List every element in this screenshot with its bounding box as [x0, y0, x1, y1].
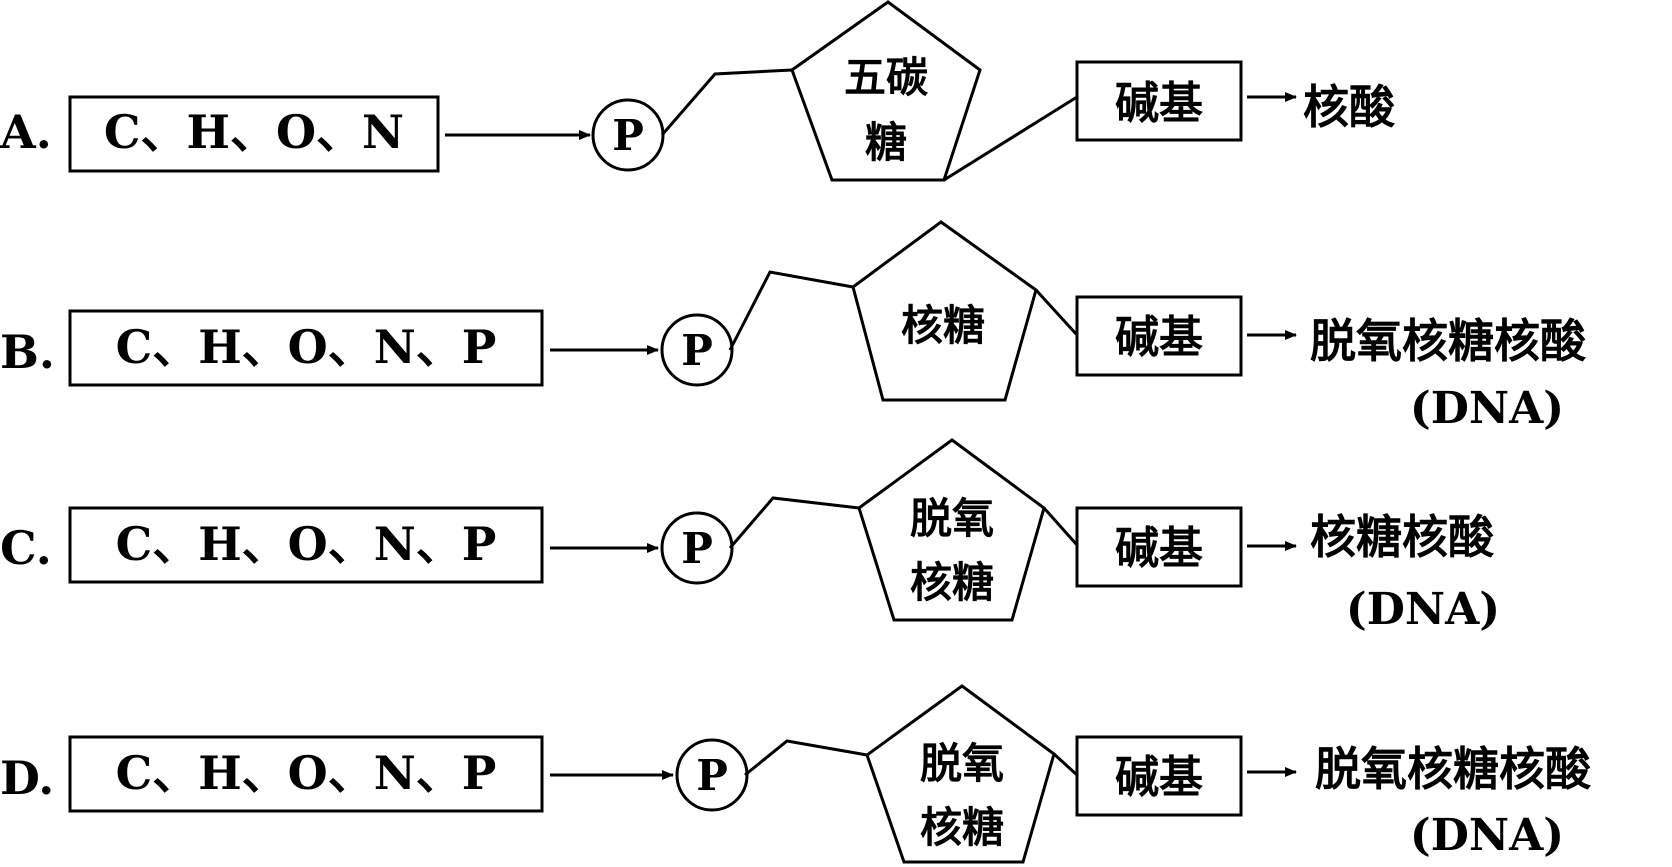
base-label: 碱基 [1115, 78, 1203, 129]
option-a: A. C、H、O、N P 五碳 糖 碱基 核酸 [0, 0, 1396, 182]
sugar-line-1: 脱氧 [910, 494, 994, 543]
option-c: C. C、H、O、N、P P 脱氧 核糖 碱基 核糖核酸 (DNA) [0, 438, 1500, 635]
product-line-2: (DNA) [1346, 584, 1500, 635]
option-label: C. [0, 521, 52, 575]
base-label: 碱基 [1115, 312, 1203, 363]
phosphate-circle [660, 511, 734, 585]
sugar-line-2: 核糖 [910, 558, 994, 607]
pentose-pentagon [851, 220, 1038, 402]
elements-text: C、H、O、N、P [116, 320, 497, 374]
product-line-1: 脱氧核糖核酸 [1310, 314, 1587, 368]
product-line-1: 核糖核酸 [1310, 510, 1495, 564]
sugar-line-2: 糖 [865, 118, 907, 167]
product-line-2: (DNA) [1410, 383, 1564, 434]
sugar-line-1: 核糖 [901, 301, 985, 350]
base-label: 碱基 [1115, 523, 1203, 574]
sugar-base-bond [1042, 507, 1079, 546]
base-label: 碱基 [1115, 752, 1203, 803]
phosphate-label: P [681, 524, 713, 573]
elements-text: C、H、O、N、P [116, 746, 497, 800]
elements-box [68, 506, 544, 584]
option-label: A. [0, 105, 52, 159]
base-box [1075, 60, 1243, 142]
phosphate-sugar-bond [744, 739, 868, 777]
phosphate-sugar-bond [728, 496, 860, 549]
pentose-pentagon [857, 438, 1046, 622]
phosphate-label: P [681, 326, 713, 375]
elements-text: C、H、O、N、P [116, 517, 497, 571]
phosphate-circle [660, 313, 734, 387]
base-box [1075, 735, 1243, 817]
base-box [1075, 506, 1243, 588]
elements-box [68, 95, 440, 173]
phosphate-sugar-bond [660, 68, 793, 136]
product-line-2: (DNA) [1410, 810, 1564, 861]
sugar-base-bond [943, 95, 1078, 182]
sugar-base-bond [1052, 752, 1079, 777]
product-line-1: 核酸 [1303, 80, 1396, 134]
option-b: B. C、H、O、N、P P 核糖 碱基 脱氧核糖核酸 (DNA) [0, 220, 1587, 434]
pentose-pentagon [790, 0, 982, 182]
phosphate-sugar-bond [728, 270, 854, 351]
option-d: D. C、H、O、N、P P 脱氧 核糖 碱基 脱氧核糖核酸 (DNA) [0, 684, 1592, 864]
base-box [1075, 295, 1243, 377]
elements-text: C、H、O、N [104, 105, 404, 159]
option-label: B. [0, 325, 55, 379]
elements-box [68, 309, 544, 387]
option-label: D. [0, 751, 54, 805]
phosphate-label: P [612, 111, 644, 160]
product-line-1: 脱氧核糖核酸 [1315, 742, 1592, 796]
pentose-pentagon [865, 684, 1056, 864]
sugar-base-bond [1034, 288, 1079, 337]
sugar-line-1: 脱氧 [920, 739, 1004, 788]
phosphate-label: P [696, 751, 728, 800]
elements-box [68, 735, 544, 813]
sugar-line-1: 五碳 [844, 53, 929, 102]
sugar-line-2: 核糖 [920, 803, 1004, 852]
